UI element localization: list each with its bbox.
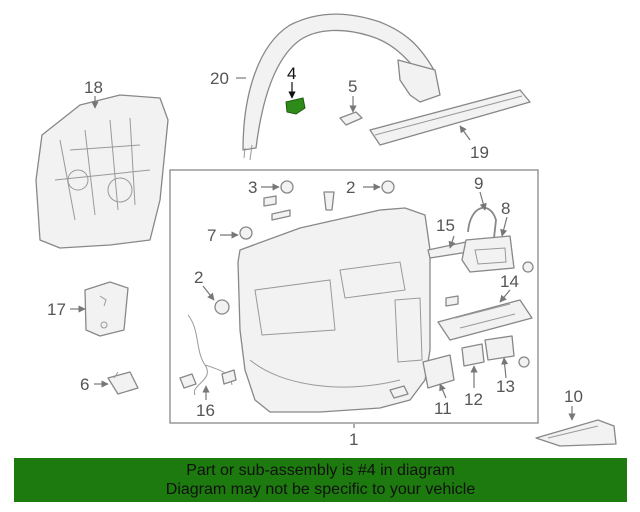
callout-19: 19	[470, 143, 489, 162]
callout-2-left: 2	[194, 268, 203, 287]
callout-3: 3	[248, 178, 257, 197]
part-7-plug	[239, 226, 253, 240]
part-20-window-frame	[242, 13, 441, 161]
part-4-clip	[285, 97, 306, 115]
callout-1: 1	[349, 430, 358, 449]
part-8-handle	[461, 235, 534, 273]
part-14-switch-bezel	[437, 295, 533, 341]
part-11-switch	[422, 354, 455, 389]
part-19-belt-molding	[369, 89, 531, 146]
callout-16: 16	[196, 401, 215, 420]
part-clip-small	[389, 385, 409, 399]
banner-line-2: Diagram may not be specific to your vehi…	[165, 481, 476, 498]
part-5-bracket	[339, 111, 363, 126]
part-17-bracket	[84, 281, 129, 337]
callout-7: 7	[207, 226, 216, 245]
part-16-wire-harness	[179, 314, 237, 396]
callout-9: 9	[474, 174, 483, 193]
callout-8: 8	[501, 199, 510, 218]
part-10-reflector	[535, 419, 617, 447]
callout-2-top: 2	[346, 178, 355, 197]
callout-20: 20	[210, 69, 229, 88]
part-2-screw-left	[214, 299, 230, 315]
callout-14: 14	[500, 272, 519, 291]
callout-12: 12	[464, 390, 483, 409]
leader-lines	[70, 77, 576, 428]
callout-11: 11	[434, 399, 452, 418]
callout-5: 5	[348, 77, 357, 96]
callout-13: 13	[496, 377, 515, 396]
callout-10: 10	[564, 387, 583, 406]
callout-18: 18	[84, 78, 103, 97]
part-6-bracket	[107, 371, 139, 395]
part-3-clip	[263, 180, 294, 221]
part-2-screw-top	[323, 180, 395, 211]
banner-line-1: Part or sub-assembly is #4 in diagram	[186, 462, 455, 479]
callout-4: 4	[287, 64, 296, 83]
part-12-switch	[461, 343, 485, 367]
part-18-door-module	[35, 94, 169, 249]
callout-17: 17	[47, 300, 66, 319]
info-banner: Part or sub-assembly is #4 in diagram Di…	[14, 458, 627, 502]
part-1-door-trim-panel	[169, 169, 539, 424]
callout-6: 6	[80, 375, 89, 394]
callout-15: 15	[436, 216, 455, 235]
part-13-switch	[484, 335, 530, 368]
